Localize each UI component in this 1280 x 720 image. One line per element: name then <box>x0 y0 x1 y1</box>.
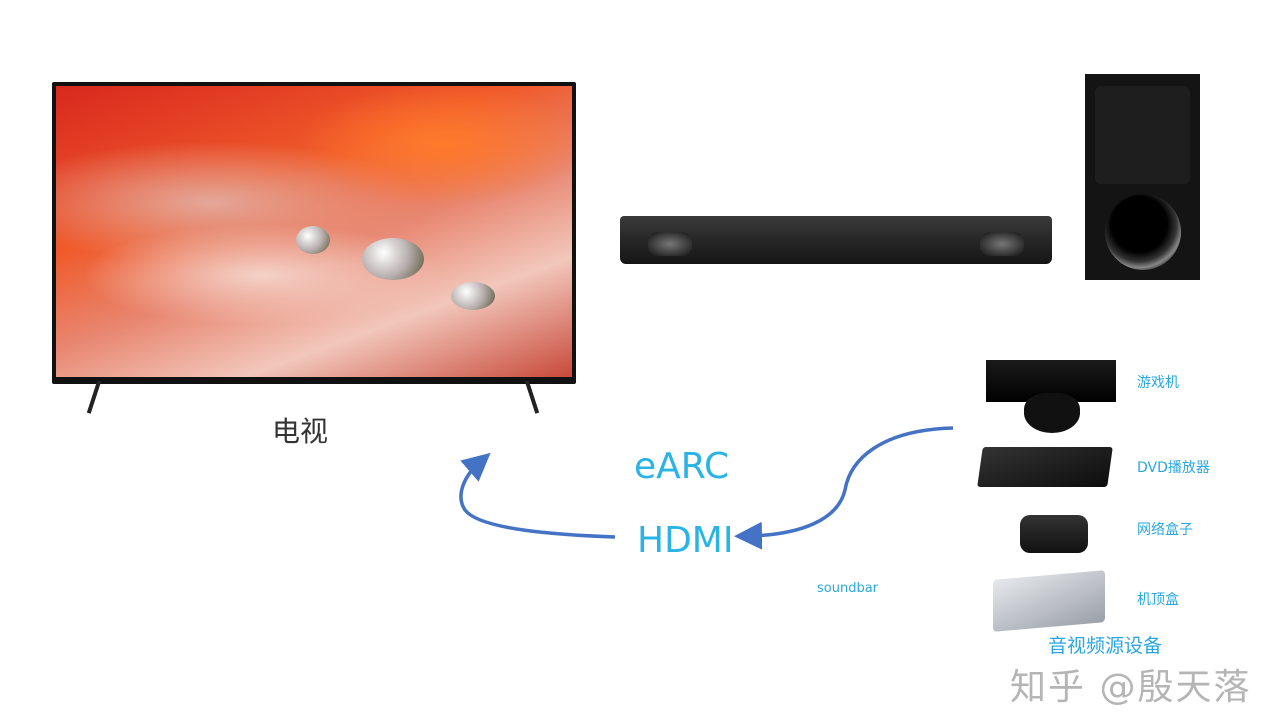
controller-image <box>1024 393 1080 433</box>
tv-screen <box>56 86 572 377</box>
arrow-to-tv <box>459 452 616 539</box>
soundbar-image <box>620 216 1052 264</box>
subwoofer-port <box>1105 194 1181 270</box>
water-drop <box>296 226 330 254</box>
watermark: 知乎 @殷天落 <box>1010 667 1252 708</box>
dvd-player-image <box>977 447 1113 487</box>
network-box-image <box>1020 515 1088 553</box>
subwoofer-image <box>1085 74 1200 280</box>
hdmi-label: HDMI <box>637 520 734 561</box>
earc-label: eARC <box>634 446 730 487</box>
source-group-label: 音视频源设备 <box>1048 635 1163 657</box>
arrow-from-sources <box>734 426 954 550</box>
water-drop <box>362 238 424 280</box>
subwoofer-grille <box>1095 86 1190 184</box>
speaker-driver <box>980 232 1024 256</box>
source-label-network-box: 网络盒子 <box>1137 522 1193 538</box>
soundbar-label: soundbar <box>817 581 879 596</box>
water-drop <box>451 282 495 310</box>
tv-label: 电视 <box>272 415 329 448</box>
set-top-box-image <box>993 570 1105 632</box>
source-label-dvd: DVD播放器 <box>1137 460 1210 476</box>
source-label-game-console: 游戏机 <box>1137 375 1179 391</box>
source-label-set-top-box: 机顶盒 <box>1137 592 1179 608</box>
speaker-driver <box>648 232 692 256</box>
tv-image <box>52 82 576 384</box>
